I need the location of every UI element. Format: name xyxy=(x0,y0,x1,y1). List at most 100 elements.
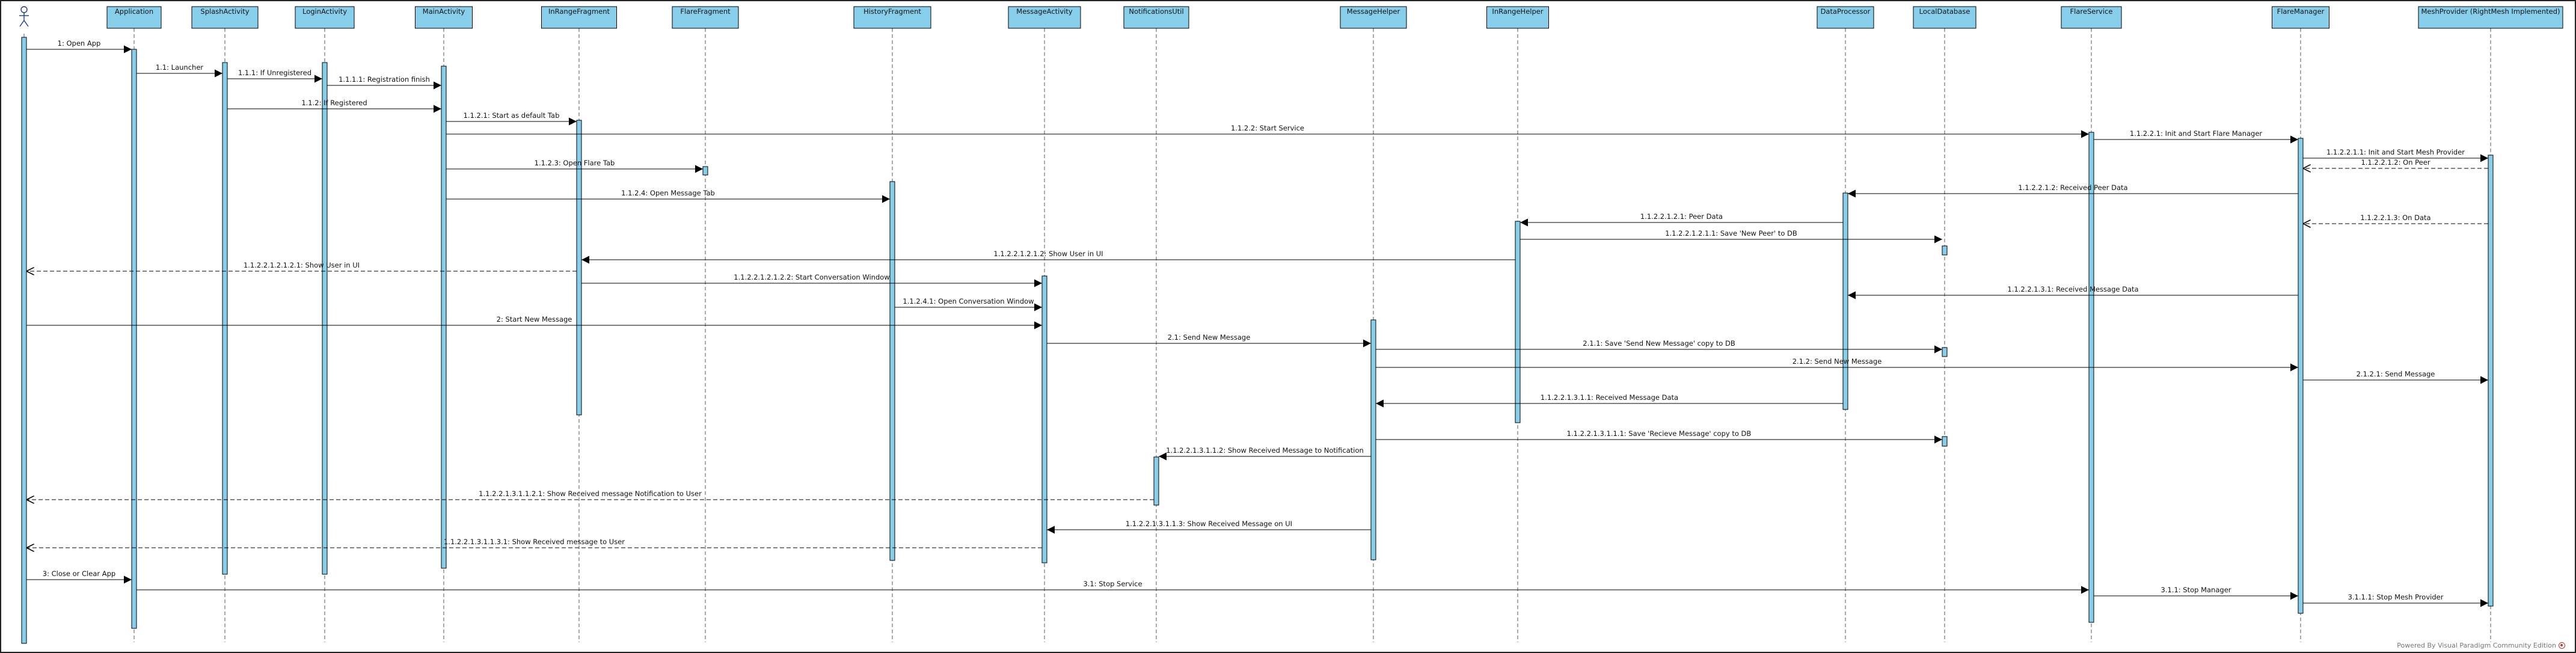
message-label: 1.1.2.2.1.2.1.2.1: Show User in UI xyxy=(244,261,360,269)
message-arrow: 1.1.2.2: Start Service xyxy=(446,124,2089,138)
lifeline-label: NotificationsUtil xyxy=(1129,7,1183,16)
message-label: 1.1.2.2.1.3.1.1.3: Show Received Message… xyxy=(1126,520,1292,528)
message-arrow: 1.1.2.4: Open Message Tab xyxy=(446,189,890,203)
message-label: 1.1.2.2.1.3.1.1.2: Show Received Message… xyxy=(1166,446,1364,455)
activation-bar-localdb xyxy=(1942,436,1948,447)
message-label: 2.1.1: Save 'Send New Message' copy to D… xyxy=(1583,339,1735,348)
message-label: 1.1.1: If Unregistered xyxy=(238,69,311,77)
message-label: 1.1.2.2.1.3.1.1.1: Save 'Recieve Message… xyxy=(1567,429,1752,438)
lifeline-label: HistoryFragment xyxy=(863,7,921,16)
message-label: 1.1.2.2.1.3: On Data xyxy=(2360,213,2430,222)
activation-bar-msghelper xyxy=(1370,319,1376,560)
message-label: 2.1.2: Send New Message xyxy=(1792,357,1882,366)
lifeline-label: Application xyxy=(115,7,153,16)
message-label: 1.1.2.1: Start as default Tab xyxy=(464,111,560,120)
lifeline-label: MessageHelper xyxy=(1347,7,1400,16)
lifeline-label: MeshProvider (RightMesh Implemented) xyxy=(2421,7,2560,16)
activation-bar-meshprovider xyxy=(2488,155,2494,607)
message-label: 1.1.2.2.1.2: Received Peer Data xyxy=(2018,183,2127,192)
activation-bar-localdb xyxy=(1942,347,1948,357)
message-label: 2: Start New Message xyxy=(497,315,572,323)
lifeline-header-meshprovider: MeshProvider (RightMesh Implemented) xyxy=(2418,6,2563,29)
lifeline-header-notif: NotificationsUtil xyxy=(1123,6,1189,29)
message-label: 1.1.2.4.1: Open Conversation Window xyxy=(903,297,1034,305)
lifeline-label: LocalDatabase xyxy=(1919,7,1970,16)
message-label: 1.1.2.2.1.1: Init and Start Mesh Provide… xyxy=(2326,148,2465,156)
lifeline-label: MainActivity xyxy=(423,7,465,16)
lifeline-header-inrange: InRangeFragment xyxy=(541,6,617,29)
lifeline-label: FlareManager xyxy=(2277,7,2325,16)
lifeline-label: LoginActivity xyxy=(302,7,347,16)
activation-bar-flaremanager xyxy=(2298,138,2304,614)
message-arrow: 1.1.2.2.1.2.1.1: Save 'New Peer' to DB xyxy=(1520,229,1942,244)
message-label: 1.1.2.2.1.3.1.1.3.1: Show Received messa… xyxy=(444,538,625,546)
message-arrow: 1.1.2.2.1.2.1.2: Show User in UI xyxy=(581,250,1515,264)
message-arrow: 1.1.1: If Unregistered xyxy=(227,69,322,83)
activation-bar-main xyxy=(441,66,447,569)
message-label: 1: Open App xyxy=(58,39,101,48)
activation-bar-flarefrag xyxy=(702,166,708,176)
message-label: 1.1.2.2.1.2.1.2: Show User in UI xyxy=(993,250,1103,258)
lifeline-label: SplashActivity xyxy=(200,7,249,16)
message-label: 1.1.2.2.1.3.1.1.2.1: Show Received messa… xyxy=(479,489,702,498)
message-label: 3.1.1: Stop Manager xyxy=(2161,586,2231,594)
message-arrow: 1.1.2.2.1: Init and Start Flare Manager xyxy=(2094,129,2298,144)
message-label: 1.1.2.2.1: Init and Start Flare Manager xyxy=(2130,129,2263,138)
lifeline-label: MessageActivity xyxy=(1016,7,1073,16)
message-arrow: 3.1: Stop Service xyxy=(136,580,2089,594)
lifeline-header-dataproc: DataProcessor xyxy=(1817,6,1874,29)
message-arrow: 1.1.1.1: Registration finish xyxy=(327,75,441,90)
activation-bar-flareservice xyxy=(2088,132,2094,623)
message-arrow: 1.1.2.2.1.2: On Peer xyxy=(2303,158,2488,168)
lifeline-header-flarefrag: FlareFragment xyxy=(672,6,739,29)
lifeline-header-main: MainActivity xyxy=(415,6,473,29)
activation-bar-login xyxy=(322,62,328,575)
message-arrow: 1.1: Launcher xyxy=(136,63,222,78)
message-arrow: 1.1.2.2.1.2.1: Peer Data xyxy=(1520,212,1843,227)
activation-bar-app xyxy=(131,49,137,629)
message-arrow: 2.1.2: Send New Message xyxy=(1376,357,2298,372)
message-label: 3: Close or Clear App xyxy=(43,569,115,578)
message-arrow: 1.1.2.2.1.2.1.2.2: Start Conversation Wi… xyxy=(581,273,1042,287)
footer: Powered By Visual Paradigm Community Edi… xyxy=(2397,642,2565,649)
message-arrow: 1.1.2.1: Start as default Tab xyxy=(446,111,577,126)
vp-logo-icon xyxy=(2559,642,2565,649)
activation-bar-actor xyxy=(21,37,27,644)
message-label: 1.1.2.2.1.2: On Peer xyxy=(2361,158,2430,167)
message-arrow: 1: Open App xyxy=(26,39,132,54)
activation-bar-notif xyxy=(1153,456,1159,506)
message-arrow: 1.1.2: If Registered xyxy=(227,99,441,113)
lifeline-label: FlareService xyxy=(2070,7,2113,16)
message-label: 1.1.2.2.1.2.1.1: Save 'New Peer' to DB xyxy=(1665,229,1797,238)
message-arrow: 1.1.2.4.1: Open Conversation Window xyxy=(895,297,1042,311)
message-arrow: 1.1.2.2.1.3.1.1.2.1: Show Received messa… xyxy=(26,489,1154,500)
actor-user-icon xyxy=(19,6,29,27)
message-label: 1.1.2: If Registered xyxy=(301,99,367,107)
lifeline-header-inrangehelper: InRangeHelper xyxy=(1486,6,1549,29)
message-label: 1.1: Launcher xyxy=(156,63,204,72)
message-arrow: 1.1.2.3: Open Flare Tab xyxy=(446,159,703,173)
message-arrow: 3.1.1: Stop Manager xyxy=(2094,586,2298,600)
message-label: 3.1: Stop Service xyxy=(1083,580,1142,588)
message-arrow: 1.1.2.2.1.3.1.1.3: Show Received Message… xyxy=(1047,520,1371,534)
footer-text: Powered By Visual Paradigm Community Edi… xyxy=(2397,642,2556,649)
message-label: 1.1.2.4: Open Message Tab xyxy=(621,189,715,197)
message-label: 1.1.2.2.1.3.1: Received Message Data xyxy=(2007,285,2138,293)
message-arrow: 1.1.2.2.1.3.1.1.1: Save 'Recieve Message… xyxy=(1376,429,1942,444)
lifeline-header-msghelper: MessageHelper xyxy=(1340,6,1407,29)
message-arrow: 1.1.2.2.1.3: On Data xyxy=(2303,213,2488,224)
activation-bar-msgact xyxy=(1041,275,1047,563)
lifeline-header-splash: SplashActivity xyxy=(191,6,259,29)
activation-bar-localdb xyxy=(1942,245,1948,256)
lifeline-header-app: Application xyxy=(106,6,162,29)
message-label: 2.1: Send New Message xyxy=(1168,333,1251,342)
message-arrow: 1.1.2.2.1.2.1.2.1: Show User in UI xyxy=(26,261,577,271)
message-label: 2.1.2.1: Send Message xyxy=(2357,370,2435,378)
lifeline-header-history: HistoryFragment xyxy=(853,6,931,29)
message-arrow: 2.1.1: Save 'Send New Message' copy to D… xyxy=(1376,339,1942,354)
lifeline-header-localdb: LocalDatabase xyxy=(1913,6,1976,29)
message-label: 3.1.1.1: Stop Mesh Provider xyxy=(2348,593,2444,601)
lifeline-label: FlareFragment xyxy=(680,7,731,16)
lifeline-header-login: LoginActivity xyxy=(295,6,355,29)
